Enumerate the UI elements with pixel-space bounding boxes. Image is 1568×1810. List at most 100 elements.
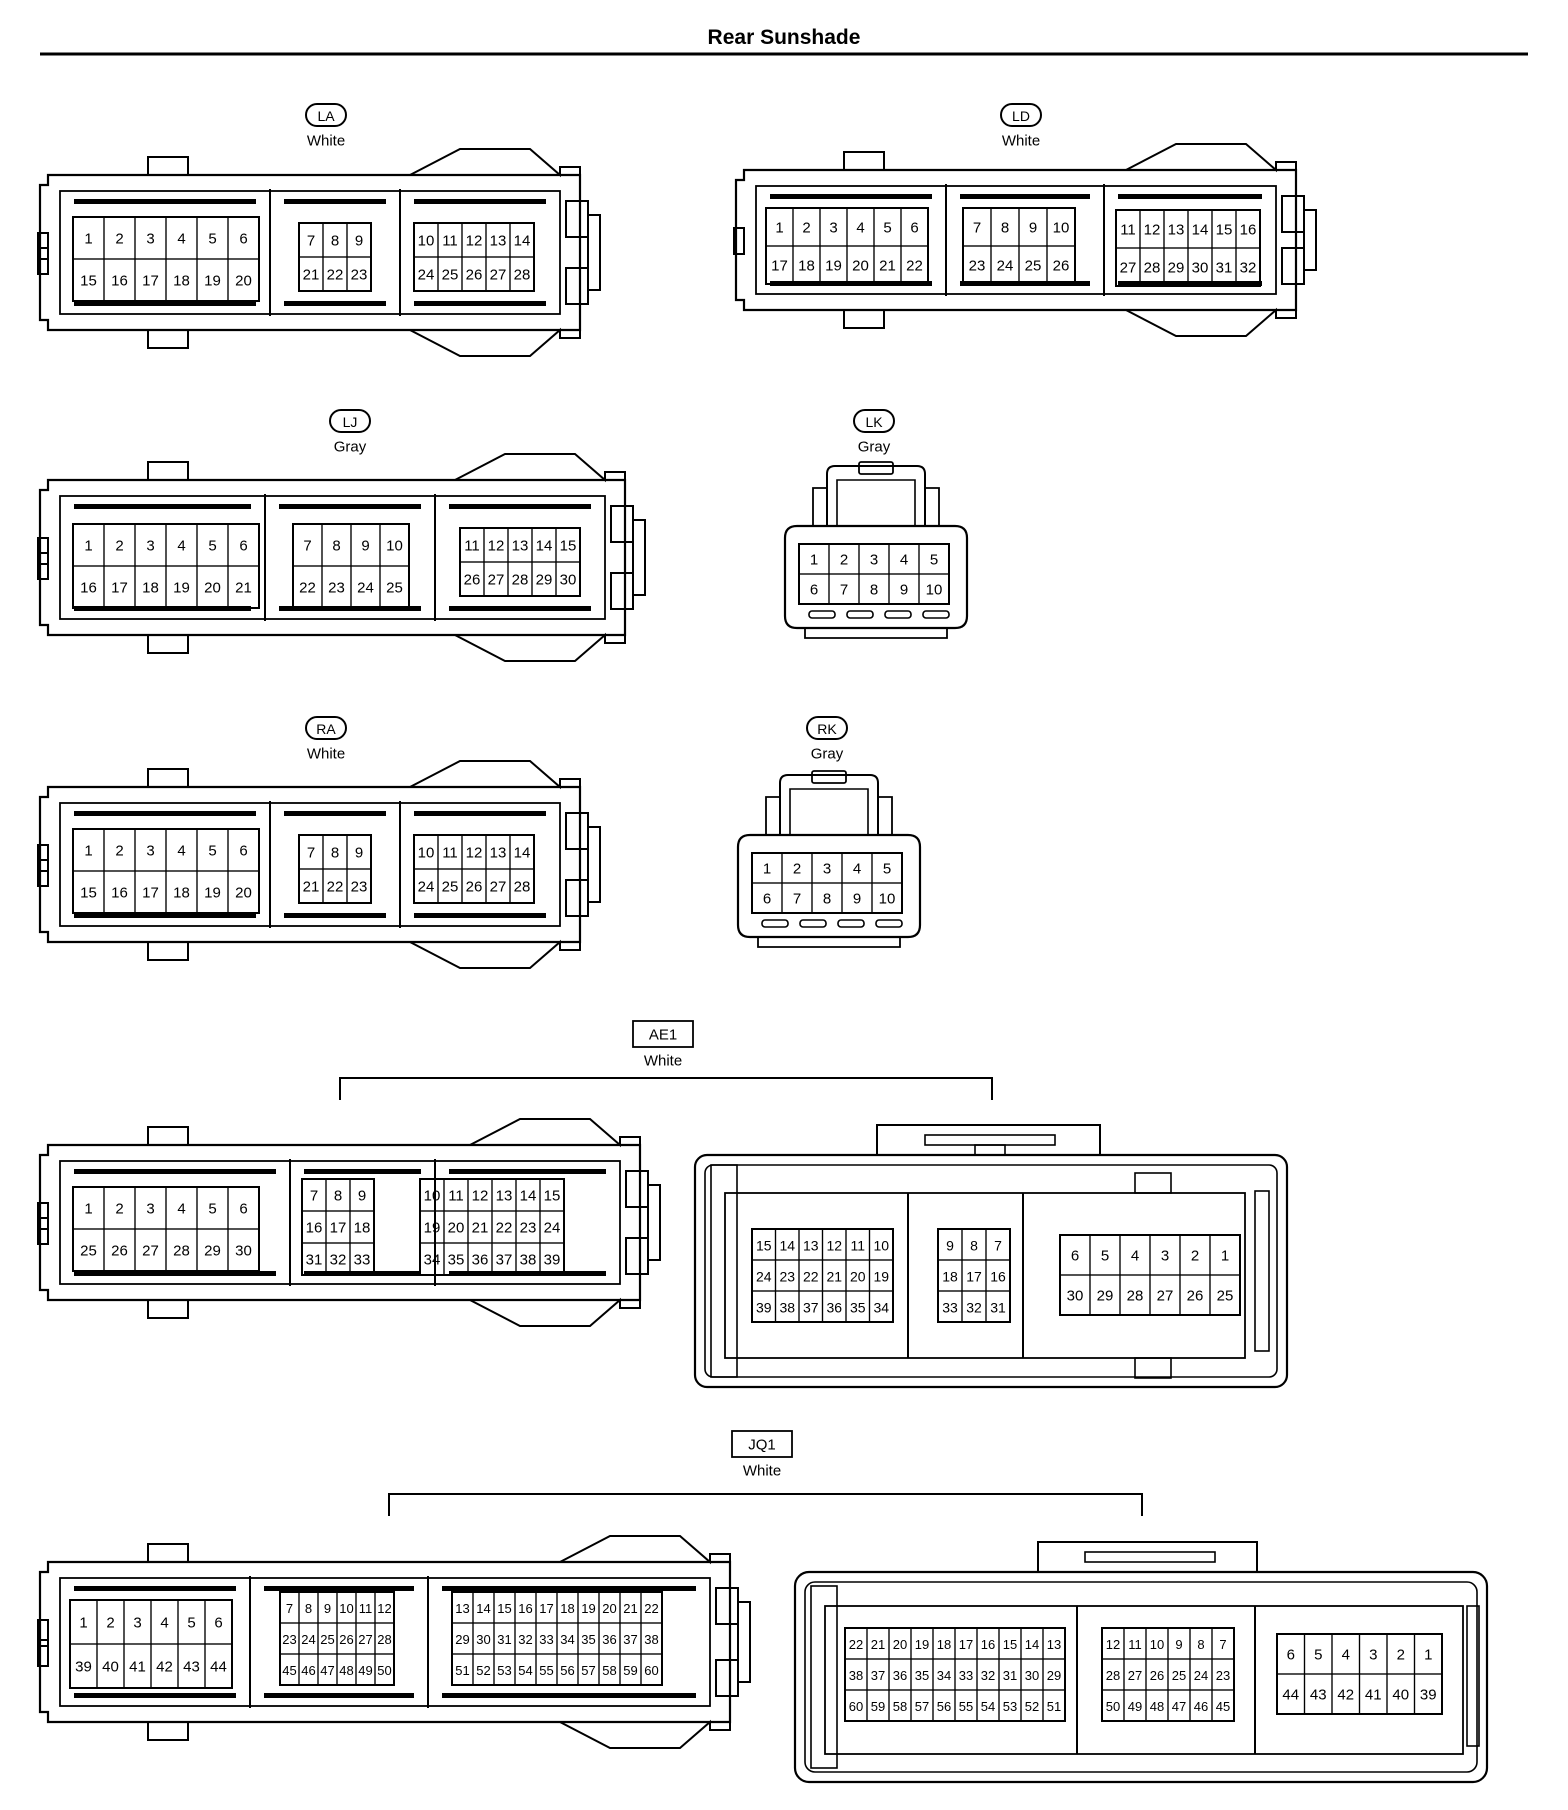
- terminal-slot: [761, 919, 789, 928]
- latch-bar: [442, 1586, 696, 1591]
- side-notch: [37, 247, 49, 275]
- pin-number: 4: [1131, 1248, 1139, 1265]
- pin-number: 25: [1217, 1288, 1234, 1305]
- side-notch: [37, 537, 49, 565]
- pin-number: 34: [937, 1668, 951, 1683]
- inner-frame: [59, 495, 606, 620]
- pin-number: 4: [853, 861, 861, 878]
- pin-number: 1: [79, 1615, 87, 1632]
- pin-number: 4: [1342, 1647, 1350, 1664]
- connector-id-badge: [329, 409, 371, 433]
- pin-number: 31: [497, 1632, 511, 1647]
- pin-cell: [374, 1653, 395, 1686]
- pin-number: 17: [771, 258, 788, 275]
- pin-number: 13: [1047, 1637, 1061, 1652]
- pin-number: 38: [644, 1632, 658, 1647]
- latch-bar: [74, 811, 256, 816]
- pin-number: 23: [351, 267, 368, 284]
- pin-number: 4: [177, 1201, 185, 1218]
- connector-id-badge: [1000, 103, 1042, 127]
- pin-cell: [1046, 245, 1076, 285]
- pin-number: 47: [1172, 1699, 1186, 1714]
- pin-number: 24: [418, 879, 435, 896]
- terminal-slot: [799, 919, 827, 928]
- pin-number: 31: [1003, 1668, 1017, 1683]
- pin-number: 56: [560, 1663, 574, 1678]
- connector-color: Gray: [858, 439, 891, 456]
- latch-bar: [264, 1693, 414, 1698]
- pin-cell: [227, 565, 260, 609]
- pin-number: 17: [111, 580, 128, 597]
- lock-button: [858, 461, 894, 475]
- pin-number: 34: [873, 1300, 889, 1316]
- lock-rail: [737, 1601, 751, 1683]
- pin-number: 15: [756, 1238, 772, 1254]
- pin-number: 5: [208, 538, 216, 555]
- pin-number: 8: [1197, 1637, 1204, 1652]
- pin-number: 1: [763, 861, 771, 878]
- pin-number: 10: [339, 1601, 353, 1616]
- lock-tab: [876, 1124, 1101, 1155]
- pin-number: 28: [1106, 1668, 1120, 1683]
- pin-number: 10: [926, 582, 943, 599]
- pin-number: 25: [442, 267, 459, 284]
- pin-number: 5: [1101, 1248, 1109, 1265]
- pin-number: 30: [1067, 1288, 1084, 1305]
- pin-number: 10: [879, 891, 896, 908]
- pin-cell: [1042, 1689, 1066, 1722]
- lock-window: [610, 505, 634, 543]
- pin-number: 9: [900, 582, 908, 599]
- pin-number: 5: [208, 843, 216, 860]
- pin-number: 12: [377, 1601, 391, 1616]
- pin-number: 22: [849, 1637, 863, 1652]
- pin-number: 8: [870, 582, 878, 599]
- pin-cell: [346, 256, 372, 292]
- pin-number: 7: [307, 845, 315, 862]
- pin-number: 16: [990, 1269, 1006, 1285]
- pin-number: 25: [1172, 1668, 1186, 1683]
- connector-color: White: [1002, 133, 1040, 150]
- lock-tab: [147, 941, 189, 961]
- pin-number: 43: [1310, 1687, 1327, 1704]
- lock-cap: [454, 453, 626, 662]
- pin-number: 25: [386, 580, 403, 597]
- lock-slot: [924, 1134, 1056, 1146]
- pin-number: 14: [514, 845, 531, 862]
- pin-number: 26: [1150, 1668, 1164, 1683]
- latch-bar: [284, 811, 386, 816]
- pin-number: 4: [856, 220, 864, 237]
- pin-number: 21: [879, 258, 896, 275]
- pin-number: 11: [359, 1601, 373, 1616]
- pin-number: 3: [1161, 1248, 1169, 1265]
- pin-number: 37: [623, 1632, 637, 1647]
- pin-number: 45: [282, 1663, 296, 1678]
- pin-number: 32: [518, 1632, 532, 1647]
- pin-number: 22: [803, 1269, 819, 1285]
- pin-number: 12: [472, 1188, 489, 1205]
- pin-number: 13: [490, 845, 507, 862]
- latch-bar: [284, 301, 386, 306]
- pin-number: 26: [1187, 1288, 1204, 1305]
- terminal-slot: [875, 919, 903, 928]
- pin-number: 1: [1221, 1248, 1229, 1265]
- pin-cell: [509, 256, 535, 292]
- pin-cell: [204, 1643, 233, 1689]
- pin-number: 40: [102, 1659, 119, 1676]
- lock-tab: [147, 156, 189, 176]
- pin-number: 32: [981, 1668, 995, 1683]
- pin-number: 31: [990, 1300, 1006, 1316]
- lock-window: [625, 1237, 649, 1275]
- pin-number: 27: [1157, 1288, 1174, 1305]
- pin-number: 26: [1053, 258, 1070, 275]
- pin-number: 14: [476, 1601, 490, 1616]
- pin-number: 60: [644, 1663, 658, 1678]
- pin-number: 35: [850, 1300, 866, 1316]
- pin-number: 14: [514, 233, 531, 250]
- pin-number: 51: [1047, 1699, 1061, 1714]
- lock-rail: [632, 519, 646, 596]
- lock-tab: [147, 768, 189, 788]
- pin-number: 28: [512, 572, 529, 589]
- pin-cell: [227, 258, 260, 302]
- pin-number: 5: [930, 552, 938, 569]
